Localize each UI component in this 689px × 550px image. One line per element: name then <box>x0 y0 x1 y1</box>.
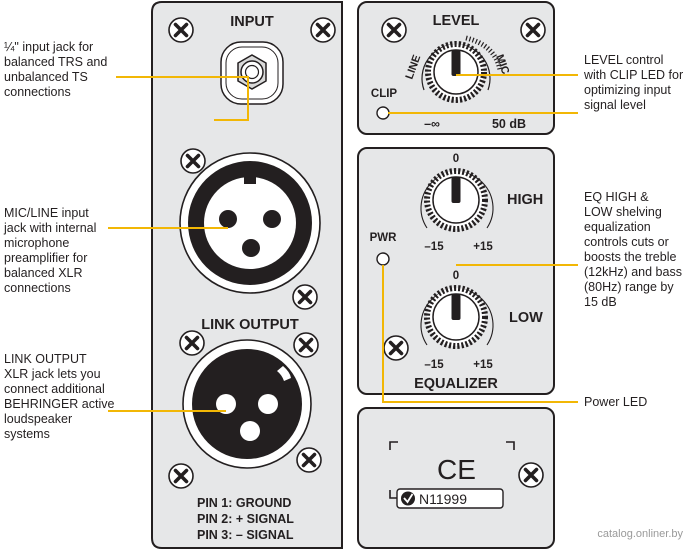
pin-1-label: PIN 1: GROUND <box>197 496 291 510</box>
link-output-title: LINK OUTPUT <box>201 317 299 333</box>
screw-icon <box>292 331 320 359</box>
mic-line-callout: MIC/LINE input jack with internal microp… <box>4 206 97 295</box>
power-led-icon <box>376 252 390 266</box>
quarter-inch-jack-icon <box>220 41 284 105</box>
screw-icon <box>167 16 195 44</box>
power-led-callout: Power LED <box>584 395 648 409</box>
link-output-callout: LINK OUTPUT XLR jack lets you connect ad… <box>4 352 115 441</box>
ce-frame-corners <box>389 441 515 499</box>
screw-icon <box>309 16 337 44</box>
clip-led-icon <box>376 106 390 120</box>
clip-label: CLIP <box>371 88 398 100</box>
watermark: catalog.onliner.by <box>597 528 683 540</box>
equalizer-panel <box>357 147 555 395</box>
high-label: HIGH <box>507 192 543 208</box>
cert-code: N11999 <box>419 491 467 507</box>
eq-low-max-label: +15 <box>473 359 493 371</box>
level-title: LEVEL <box>433 13 480 29</box>
input-jack-callout: ¼" input jack for balanced TRS and unbal… <box>4 40 108 99</box>
screw-icon <box>519 16 547 44</box>
leader-power-led <box>382 265 578 403</box>
low-label: LOW <box>509 310 543 326</box>
level-max-label: 50 dB <box>492 117 526 131</box>
screw-icon <box>380 16 408 44</box>
pin-2-label: PIN 2: + SIGNAL <box>197 512 294 526</box>
ce-mark: CE <box>437 454 476 485</box>
cert-box <box>396 488 504 509</box>
low-eq-knob-icon[interactable] <box>424 285 488 349</box>
screw-icon <box>291 283 319 311</box>
screw-icon <box>517 461 545 489</box>
high-eq-knob-icon[interactable] <box>424 168 488 232</box>
level-scale-wedge <box>465 35 503 71</box>
eq-low-zero-label: 0 <box>453 270 459 282</box>
certification-panel <box>357 407 555 549</box>
pwr-label: PWR <box>370 232 398 244</box>
eq-low-min-label: –15 <box>424 359 444 371</box>
level-min-label: –∞ <box>424 117 440 131</box>
eq-high-zero-label: 0 <box>453 153 459 165</box>
screw-icon <box>179 147 207 175</box>
input-title: INPUT <box>230 14 274 30</box>
xlr-link-output-jack-icon <box>182 339 312 469</box>
screw-icon <box>295 446 323 474</box>
xlr-input-jack-icon <box>179 152 321 294</box>
leader-input-jack <box>116 76 249 121</box>
pin-3-label: PIN 3: – SIGNAL <box>197 528 294 542</box>
eq-callout: EQ HIGH & LOW shelving equalization cont… <box>584 190 682 309</box>
eq-high-min-label: –15 <box>424 241 444 253</box>
screw-icon <box>167 462 195 490</box>
leader-lines <box>108 74 578 412</box>
level-knob-icon[interactable] <box>425 41 487 103</box>
screw-icon <box>382 334 410 362</box>
eq-high-max-label: +15 <box>473 241 493 253</box>
level-control-callout: LEVEL control with CLIP LED for optimizi… <box>584 53 684 112</box>
c-tick-icon <box>401 491 415 506</box>
equalizer-title: EQUALIZER <box>414 376 498 392</box>
screw-icon <box>178 329 206 357</box>
